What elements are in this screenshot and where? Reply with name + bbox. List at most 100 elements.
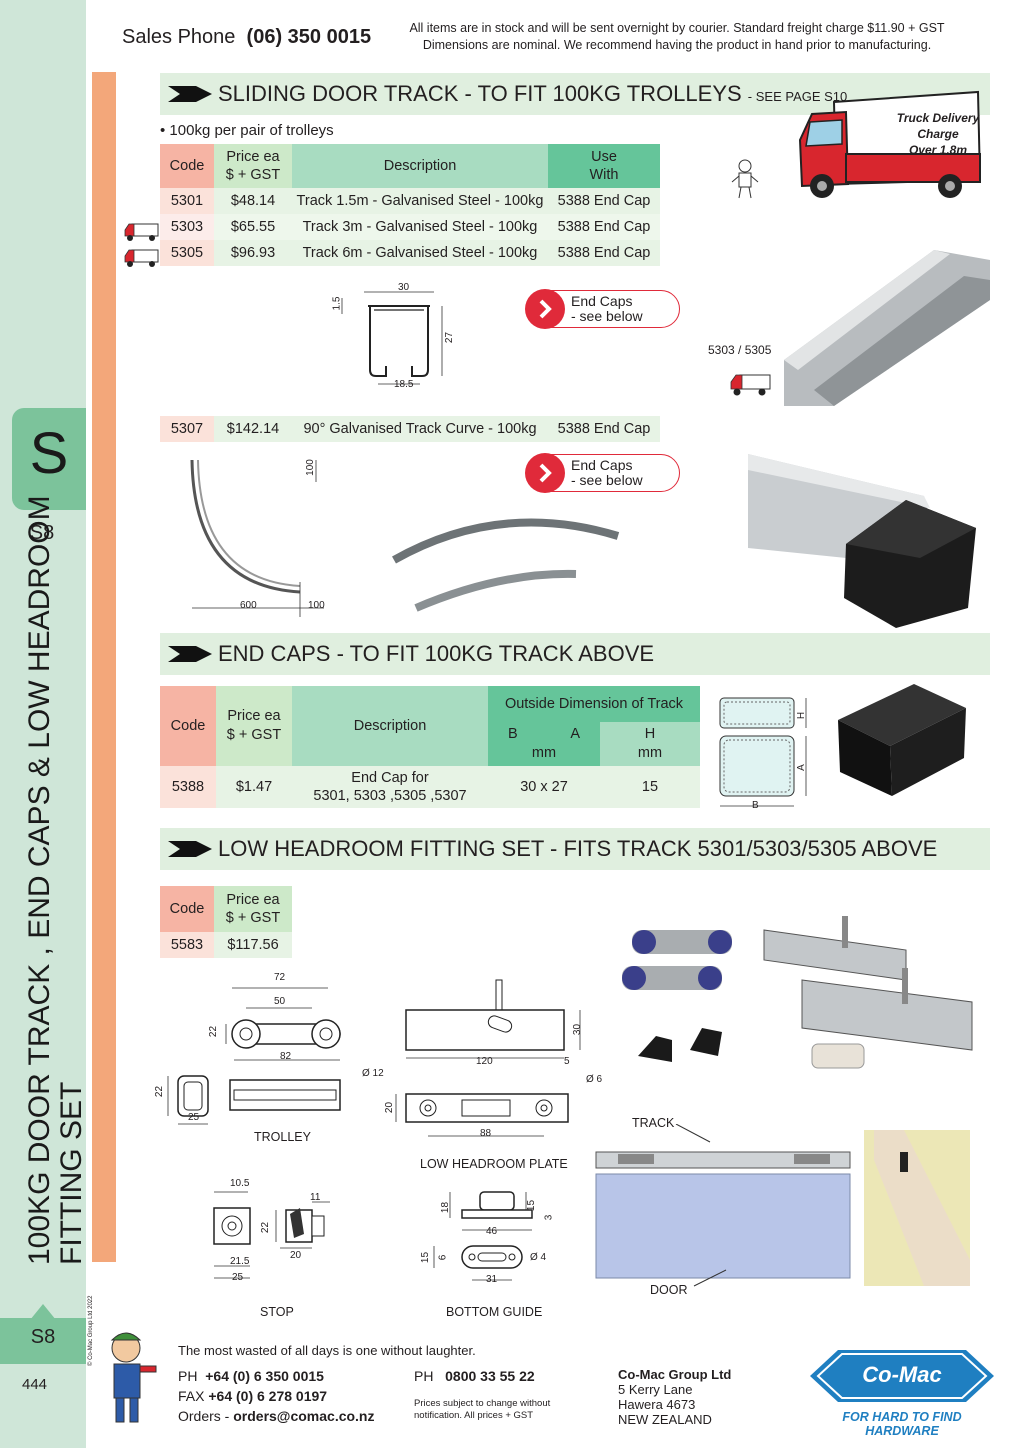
- dim-1-5: 1.5: [331, 296, 343, 311]
- row-description: 90° Galvanised Track Curve - 100kg: [292, 416, 548, 442]
- guide-dim-3: 3: [543, 1214, 555, 1221]
- plate-dim-120: 120: [476, 1056, 493, 1067]
- row-desc-line1: End Cap for: [351, 770, 429, 786]
- table-row[interactable]: 5388 $1.47 End Cap for 5301, 5303 ,5305 ,…: [160, 766, 700, 808]
- header-note-line1: All items are in stock and will be sent …: [409, 21, 945, 35]
- footer-fax-label: FAX: [178, 1388, 205, 1404]
- stop-drawing: [213, 1191, 330, 1279]
- end-caps-link-button[interactable]: End Caps- see below: [525, 289, 680, 329]
- trolley-dim-22a: 22: [208, 1025, 220, 1038]
- footer-phone2-label: PH: [414, 1368, 434, 1384]
- guide-dim-6: 6: [437, 1254, 449, 1261]
- col-use-line1: Use: [591, 149, 617, 165]
- section1-bullet: • 100kg per pair of trolleys: [160, 122, 334, 139]
- col-price-line1: Price ea: [226, 149, 280, 165]
- end-cap-diagram: [719, 697, 807, 807]
- guide-dim-15b: 15: [420, 1251, 432, 1264]
- header-note-line2: Dimensions are nominal. We recommend hav…: [422, 38, 932, 52]
- col-description: Description: [292, 686, 488, 766]
- dim-600: 600: [240, 600, 257, 611]
- footer-orders-label: Orders -: [178, 1408, 230, 1424]
- table-row[interactable]: 5307 $142.14 90° Galvanised Track Curve …: [160, 416, 660, 442]
- row-price: $1.47: [216, 766, 292, 808]
- row-code: 5307: [160, 416, 214, 442]
- row-description: Track 6m - Galvanised Steel - 100kg: [292, 240, 548, 266]
- end-cap-price-table: Code Price ea$ + GST Description Outside…: [160, 686, 700, 808]
- guide-dim-4: Ø 4: [530, 1252, 547, 1263]
- dim-100a: 100: [304, 459, 316, 476]
- plate-dim-12: Ø 12: [362, 1068, 384, 1079]
- stop-dim-10-5: 10.5: [230, 1178, 250, 1189]
- plate-dim-6: Ø 6: [586, 1074, 603, 1085]
- row-use-with: 5388 End Cap: [548, 240, 660, 266]
- copyright: © Co-Mac Group Ltd 2022: [88, 1295, 94, 1366]
- col-code: Code: [160, 886, 214, 932]
- section-bar-sliding-track: SLIDING DOOR TRACK - TO FIT 100KG TROLLE…: [160, 73, 990, 115]
- footer-orders-email[interactable]: orders@comac.co.nz: [233, 1408, 375, 1424]
- section-tab[interactable]: [12, 408, 86, 510]
- truck-label-line3: Over 1.8m: [908, 143, 968, 157]
- plate-dim-88: 88: [480, 1128, 492, 1139]
- col-price-line2: $ + GST: [225, 910, 281, 926]
- row-price: $142.14: [214, 416, 292, 442]
- end-caps-link-button[interactable]: End Caps- see below: [525, 453, 680, 493]
- trolley-dim-82: 82: [280, 1051, 292, 1062]
- truck-small-icon: [730, 374, 771, 396]
- prices-note-line2: notification. All prices + GST: [414, 1410, 534, 1421]
- footer-phone-number[interactable]: +64 (0) 6 350 0015: [205, 1368, 324, 1384]
- col-price: Price ea $ + GST: [214, 886, 292, 932]
- footer-company: Co-Mac Group Ltd: [618, 1367, 732, 1382]
- trolley-dim-25: 25: [188, 1112, 200, 1123]
- row-code: 5583: [160, 932, 214, 958]
- row-description: Track 3m - Galvanised Steel - 100kg: [292, 214, 548, 240]
- footer-orders: Orders - orders@comac.co.nz: [178, 1408, 375, 1424]
- col-code: Code: [160, 686, 216, 766]
- section1-title: SLIDING DOOR TRACK - TO FIT 100KG TROLLE…: [218, 81, 742, 106]
- footer-phone2-number[interactable]: 0800 33 55 22: [445, 1368, 535, 1384]
- stop-dim-22: 22: [260, 1221, 272, 1234]
- page-number: 444: [22, 1376, 48, 1393]
- row-code: 5388: [160, 766, 216, 808]
- trolley-caption: TROLLEY: [254, 1130, 311, 1144]
- row-b-a: 30 x 27: [488, 766, 600, 808]
- table-row[interactable]: 5305 $96.93 Track 6m - Galvanised Steel …: [160, 240, 660, 266]
- track-curve-drawing: [190, 459, 324, 617]
- end-caps-btn-line1: End Caps: [571, 293, 633, 309]
- low-headroom-plate-drawing: [395, 979, 581, 1137]
- diagram-label-a: A: [795, 764, 807, 771]
- trolley-dim-50: 50: [274, 996, 286, 1007]
- row-price: $96.93: [214, 240, 292, 266]
- row-use-with: 5388 End Cap: [548, 188, 660, 214]
- truck-delivery-icon: [798, 90, 982, 198]
- dim-100b: 100: [308, 600, 325, 611]
- col-description: Description: [292, 144, 548, 188]
- col-h-label: H: [644, 726, 656, 742]
- stop-dim-25: 25: [232, 1272, 244, 1283]
- col-use-line2: With: [589, 167, 619, 183]
- row-description: End Cap for 5301, 5303 ,5305 ,5307: [292, 766, 488, 808]
- sales-phone-label: Sales Phone: [122, 26, 236, 48]
- table-row[interactable]: 5303 $65.55 Track 3m - Galvanised Steel …: [160, 214, 660, 240]
- arrow-icon: [168, 86, 212, 102]
- footer-addr2: Hawera 4673: [618, 1397, 696, 1412]
- section-bar-end-caps: END CAPS - TO FIT 100KG TRACK ABOVE: [160, 633, 990, 675]
- sales-phone-number[interactable]: (06) 350 0015: [246, 26, 372, 48]
- vertical-page-title: 100KG DOOR TRACK , END CAPS & LOW HEADRO…: [23, 495, 88, 1265]
- col-price-line1: Price ea: [227, 708, 281, 724]
- footer-address: Co-Mac Group Ltd 5 Kerry Lane Hawera 467…: [618, 1367, 731, 1427]
- page-code-top: S8: [29, 522, 55, 544]
- footer-phone2: PH 0800 33 55 22: [414, 1368, 535, 1384]
- col-price-line1: Price ea: [226, 892, 280, 908]
- row-desc-line2: 5301, 5303 ,5305 ,5307: [313, 788, 467, 804]
- arrow-icon: [168, 646, 212, 662]
- curved-track-photo: [392, 518, 620, 612]
- footer-phone: PH +64 (0) 6 350 0015: [178, 1368, 324, 1384]
- section-tab-letter: S: [29, 421, 69, 486]
- truck-label-line1: Truck Delivery: [896, 111, 980, 125]
- row-code: 5303: [160, 214, 214, 240]
- table-row[interactable]: 5583 $117.56: [160, 932, 292, 958]
- table-row[interactable]: 5301 $48.14 Track 1.5m - Galvanised Stee…: [160, 188, 660, 214]
- section2-title: END CAPS - TO FIT 100KG TRACK ABOVE: [218, 641, 655, 666]
